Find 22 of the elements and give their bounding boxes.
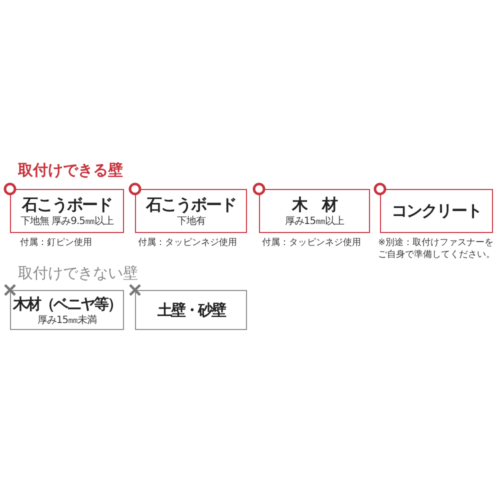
unsuitable-wall-box xyxy=(10,290,124,330)
wall-condition: 下地有 xyxy=(176,214,206,228)
wall-name: 木材（ベニヤ等） xyxy=(13,294,121,314)
section-heading: 取付けできる壁 xyxy=(18,161,123,180)
wall-type-box xyxy=(10,189,124,233)
wall-condition: 厚み15㎜未満 xyxy=(37,314,97,326)
wall-condition: 厚み15㎜以上 xyxy=(284,214,344,228)
wall-name: 石こうボード xyxy=(146,194,236,214)
unsuitable-wall-box xyxy=(135,290,247,330)
wall-type-box xyxy=(380,189,493,233)
note-text: ※別途：取付けファスナーをご自身で準備してください。 xyxy=(378,237,496,261)
wall-name: 石こうボード xyxy=(22,194,112,214)
section-heading: 取付けできない壁 xyxy=(18,264,138,283)
wall-type-box xyxy=(259,189,370,233)
wall-name: 土壁・砂壁 xyxy=(157,300,225,320)
wall-name: 木 材 xyxy=(292,194,337,214)
note-text: 付属：タッピンネジ使用 xyxy=(138,237,238,249)
wall-name: コンクリート xyxy=(392,201,482,221)
note-text: 付属：タッピンネジ使用 xyxy=(262,237,362,249)
wall-condition: 下地無 厚み9.5㎜以上 xyxy=(20,214,114,228)
note-text: 付属：釘ピン使用 xyxy=(20,237,93,249)
wall-type-box xyxy=(135,189,247,233)
